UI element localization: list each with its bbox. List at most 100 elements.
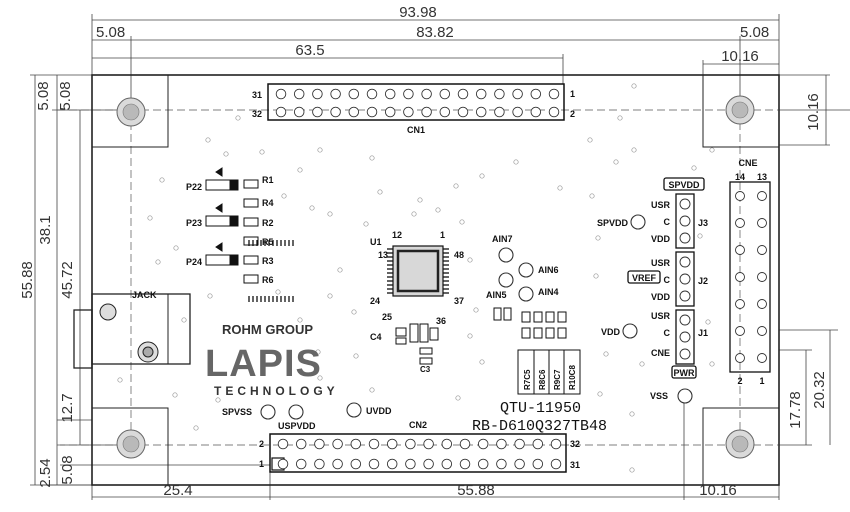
svg-text:10.16: 10.16 [699, 482, 737, 499]
pin-hole [295, 438, 307, 450]
svg-text:C3: C3 [420, 365, 431, 374]
svg-text:R7C5: R7C5 [523, 369, 532, 390]
svg-text:25: 25 [382, 312, 392, 322]
pin-hole [277, 438, 289, 450]
svg-text:USR: USR [651, 200, 671, 210]
pin-hole [403, 106, 414, 118]
svg-text:R5: R5 [262, 237, 274, 247]
svg-text:USR: USR [651, 311, 671, 321]
svg-text:VDD: VDD [651, 292, 671, 302]
pin-hole [330, 88, 341, 100]
pin-hole [479, 173, 485, 179]
svg-text:P23: P23 [186, 218, 202, 228]
cn2-header [269, 433, 567, 473]
leds-resistors [205, 167, 259, 284]
svg-text:R9C7: R9C7 [553, 369, 562, 390]
svg-text:2.54: 2.54 [37, 458, 54, 487]
svg-text:U1: U1 [370, 237, 382, 247]
pin-hole [350, 438, 362, 450]
pin-hole [386, 438, 398, 450]
pin-hole [317, 375, 323, 381]
pin-hole [384, 88, 396, 100]
svg-text:JACK: JACK [132, 290, 157, 300]
pin-hole [629, 467, 635, 473]
svg-text:C: C [664, 275, 671, 285]
pin-hole [330, 106, 341, 118]
pin-hole [405, 438, 416, 450]
pin-hole [215, 397, 221, 403]
svg-text:10.16: 10.16 [805, 93, 822, 131]
pin-hole [337, 267, 343, 273]
svg-text:CN1: CN1 [407, 125, 425, 135]
pin-hole [205, 137, 211, 143]
vias [117, 83, 715, 473]
board-part-number: RB-D610Q327TB48 [472, 418, 607, 435]
svg-text:J3: J3 [698, 218, 708, 228]
pin-hole [691, 165, 697, 171]
pin-hole [459, 438, 471, 450]
svg-text:R8C6: R8C6 [538, 369, 547, 390]
pin-hole [411, 211, 417, 217]
pin-hole [467, 257, 473, 263]
svg-text:5.08: 5.08 [740, 24, 769, 41]
rohm-group-text: ROHM GROUP [222, 322, 313, 337]
svg-text:20.32: 20.32 [811, 371, 828, 409]
svg-text:R1: R1 [262, 175, 274, 185]
pin-hole [405, 458, 416, 470]
pin-hole [417, 197, 423, 203]
pin-hole [735, 245, 745, 255]
pin-hole [514, 458, 525, 470]
pin-hole [735, 272, 745, 282]
svg-text:C: C [664, 328, 671, 338]
pin-hole [532, 458, 544, 470]
pin-hole [293, 88, 305, 100]
svg-text:63.5: 63.5 [295, 42, 324, 59]
pin-hole [223, 151, 229, 157]
pin-hole [366, 88, 378, 100]
pin-hole [348, 106, 360, 118]
svg-text:83.82: 83.82 [416, 24, 454, 41]
pin-hole [496, 438, 507, 450]
pin-hole [477, 438, 489, 450]
pin-hole [512, 106, 523, 118]
pin-hole [423, 458, 434, 470]
svg-text:R10C8: R10C8 [568, 365, 577, 390]
pin-hole [593, 273, 599, 279]
pin-hole [353, 353, 359, 359]
pin-hole [757, 191, 767, 201]
pin-hole [147, 215, 153, 221]
pin-hole [348, 88, 360, 100]
pin-hole [259, 149, 265, 155]
svg-text:C4: C4 [370, 332, 382, 342]
cn1-header [267, 83, 565, 121]
jumper-column [627, 177, 705, 379]
pin-hole [457, 88, 469, 100]
pin-hole [295, 458, 307, 470]
pin-hole [457, 106, 469, 118]
svg-text:25.4: 25.4 [163, 482, 192, 499]
pin-hole [368, 438, 380, 450]
pin-hole [467, 333, 473, 339]
pin-hole [757, 218, 767, 228]
svg-text:VDD: VDD [601, 327, 621, 337]
component-labels: P22 P23 P24 R1 R4 R2 R5 R3 R6 JACK U1 12… [132, 175, 708, 431]
svg-text:45.72: 45.72 [59, 261, 76, 299]
pin-hole [384, 106, 396, 118]
svg-text:AIN7: AIN7 [492, 234, 513, 244]
pin-hole [369, 155, 375, 161]
pin-hole [281, 193, 287, 199]
pin-hole [757, 326, 767, 336]
svg-text:32: 32 [252, 109, 262, 119]
svg-text:SPVSS: SPVSS [222, 407, 252, 417]
pin-hole [317, 147, 323, 153]
svg-text:36: 36 [436, 316, 446, 326]
svg-text:J2: J2 [698, 276, 708, 286]
board-outline [91, 74, 780, 486]
u1-chip [248, 240, 449, 302]
cne-header [729, 181, 771, 373]
pin-hole [441, 438, 453, 450]
pin-hole [613, 159, 619, 165]
svg-text:PWR: PWR [674, 368, 695, 378]
pin-hole [350, 458, 362, 470]
svg-text:2: 2 [570, 109, 575, 119]
